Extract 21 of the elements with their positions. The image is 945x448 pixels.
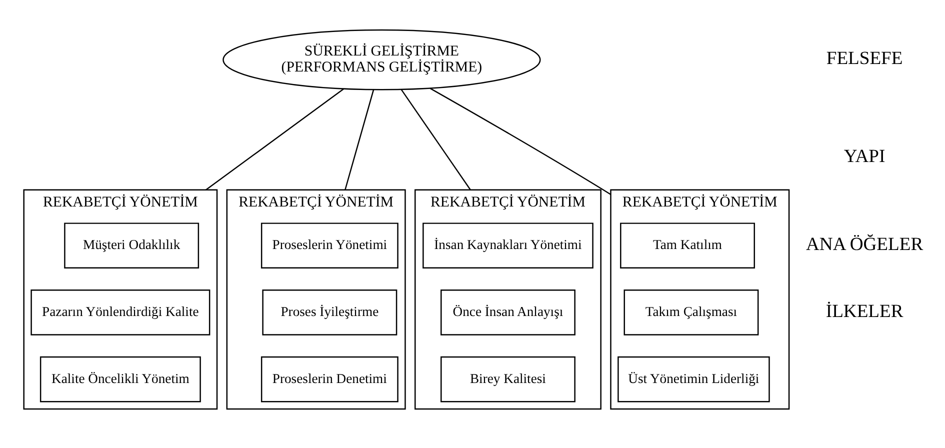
connector bbox=[429, 87, 611, 194]
node-box: Proseslerin Denetimi bbox=[260, 356, 398, 402]
node-box: Müşteri Odaklılık bbox=[64, 222, 199, 268]
node-box: Önce İnsan Anlayışı bbox=[440, 289, 575, 335]
label: YAPI bbox=[843, 146, 885, 167]
label: İLKELER bbox=[825, 300, 903, 322]
connector bbox=[344, 89, 374, 190]
node-box: Tam Katılım bbox=[620, 222, 754, 268]
label: ANA ÖĞELER bbox=[806, 233, 923, 254]
node-box: Proseslerin Yönetimi bbox=[260, 222, 398, 268]
node-ellipse: SÜREKLİ GELİŞTİRME (PERFORMANS GELİŞTİRME) bbox=[222, 28, 540, 90]
label: FELSEFE bbox=[826, 48, 902, 69]
connector bbox=[400, 88, 470, 190]
node-box: Pazarın Yönlendirdiği Kalite bbox=[30, 289, 210, 335]
connector bbox=[205, 88, 344, 190]
node-box: Kalite Öncelikli Yönetim bbox=[39, 356, 200, 402]
node-box: Üst Yönetimin Liderliği bbox=[617, 356, 770, 402]
node-box: Birey Kalitesi bbox=[440, 356, 575, 402]
node-box: Proses İyileştirme bbox=[262, 289, 397, 335]
node-box: İnsan Kaynakları Yönetimi bbox=[422, 222, 593, 268]
node-box: Takım Çalışması bbox=[623, 289, 758, 335]
